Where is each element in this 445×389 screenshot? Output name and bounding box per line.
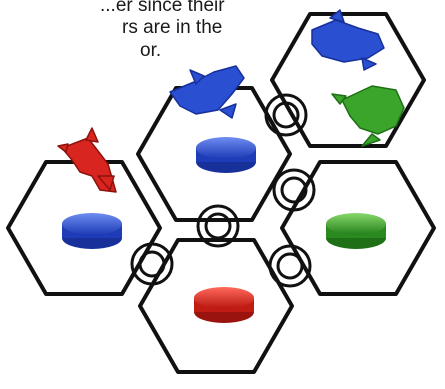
blue-disc-token[interactable] (196, 137, 256, 173)
green-disc-token[interactable] (326, 213, 386, 249)
blue-disc-token[interactable] (62, 213, 122, 249)
red-disc-token[interactable] (194, 287, 254, 323)
